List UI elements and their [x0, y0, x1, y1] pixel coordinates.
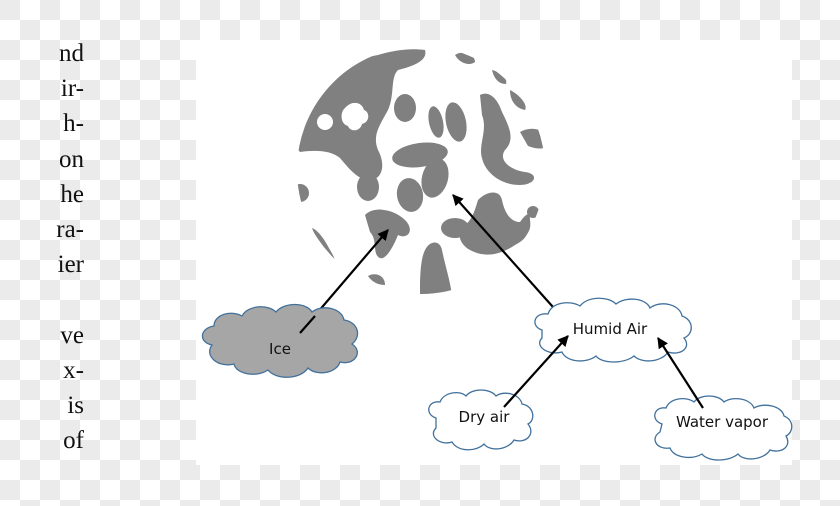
text-line: ve [60, 321, 84, 349]
text-line: ra- [56, 215, 84, 243]
cropped-body-text: nd ir- h- on he ra- ier ve x- is of [44, 36, 84, 458]
humid-air-label: Humid Air [573, 320, 648, 338]
arrow-humid-air-to-particle [452, 194, 562, 317]
arrow-dry-air-to-humid-air [503, 335, 569, 408]
humid-air-cloud: Humid Air [534, 297, 692, 363]
water-vapor-label: Water vapor [676, 413, 769, 431]
text-line: ir- [60, 75, 84, 103]
ice-label: Ice [269, 340, 291, 358]
arrow-water-vapor-to-humid-air [657, 337, 704, 409]
ice-cloud: Ice [201, 303, 359, 378]
water-vapor-cloud: Water vapor [654, 395, 793, 461]
text-line: he [60, 180, 84, 208]
text-line: of [63, 427, 84, 455]
text-line: ier [57, 251, 84, 279]
dry-air-label: Dry air [459, 408, 511, 426]
text-line: is [67, 391, 84, 419]
text-line: x- [63, 356, 84, 384]
dry-air-cloud: Dry air [428, 389, 534, 451]
text-line: h- [63, 110, 84, 138]
text-line: nd [59, 40, 84, 67]
text-line: on [59, 145, 84, 173]
